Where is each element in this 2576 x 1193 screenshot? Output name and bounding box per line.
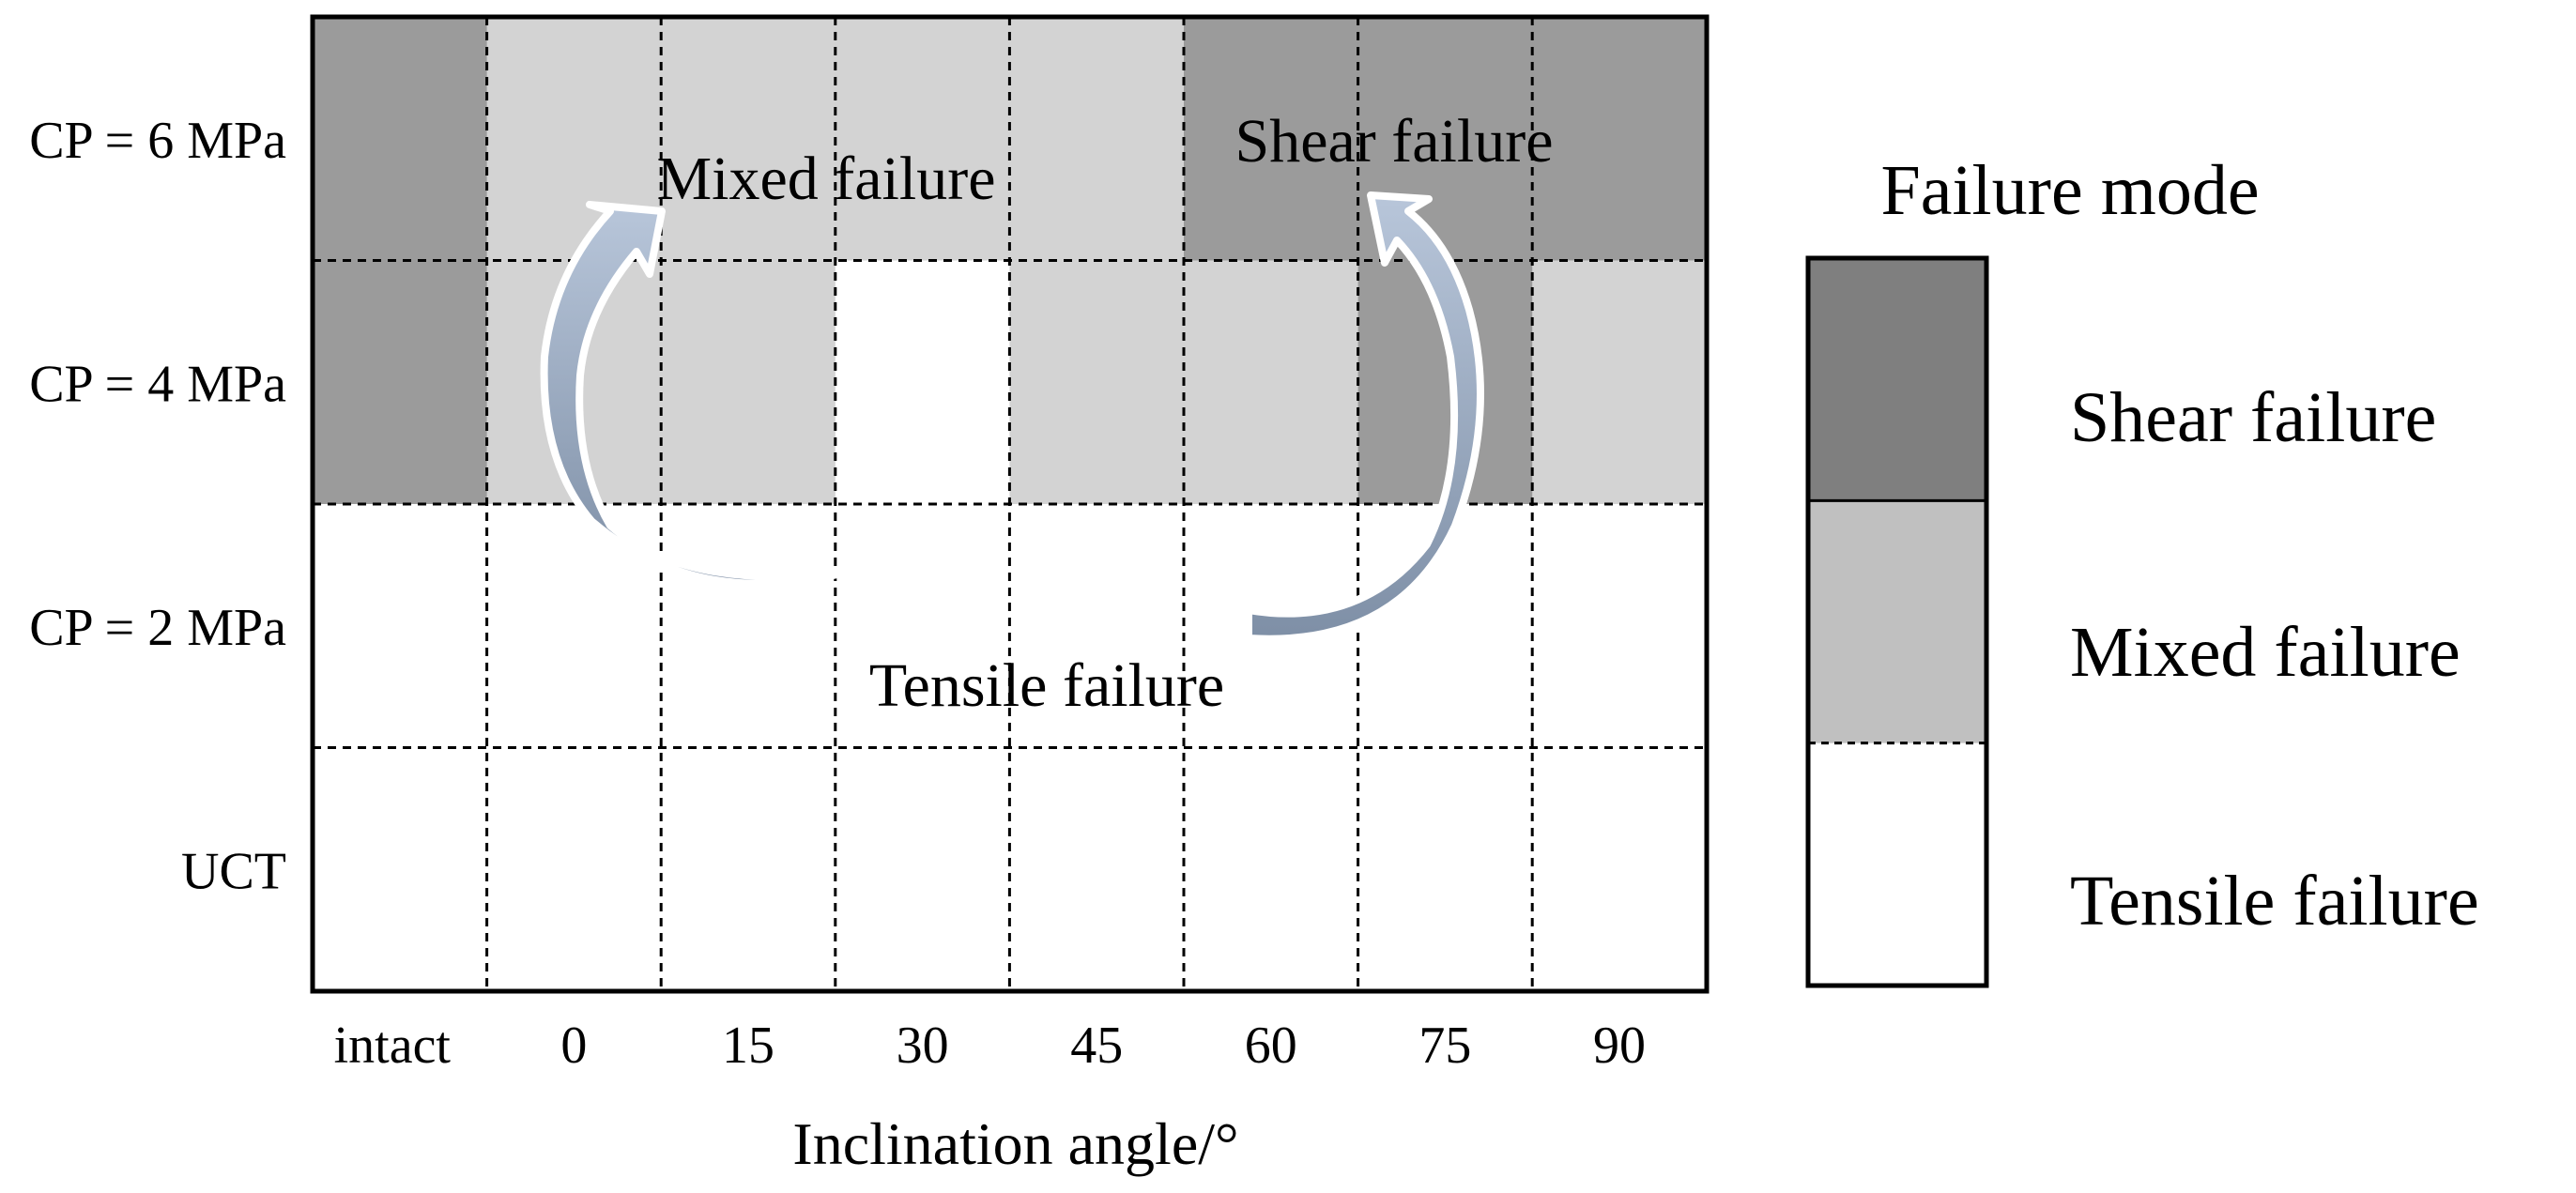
legend-label-mixed: Mixed failure bbox=[2070, 613, 2461, 692]
legend-swatch bbox=[1808, 258, 1986, 501]
cell-1-3 bbox=[835, 260, 1010, 505]
cell-0-7 bbox=[1532, 17, 1708, 262]
y-tick-label: UCT bbox=[181, 842, 286, 900]
cell-1-5 bbox=[1184, 260, 1359, 505]
cell-1-0 bbox=[313, 260, 488, 505]
y-tick-label: CP = 2 MPa bbox=[29, 599, 286, 657]
cell-3-3 bbox=[835, 747, 1010, 992]
cell-3-1 bbox=[486, 747, 662, 992]
legend: Failure mode Shear failure Mixed failure… bbox=[1805, 151, 2479, 988]
annotation-shear: Shear failure bbox=[1235, 107, 1554, 176]
x-axis-labels: intact 0 15 30 45 60 75 90 bbox=[334, 1017, 1646, 1075]
right-transition-arrow bbox=[1245, 191, 1484, 643]
cell-2-2 bbox=[661, 504, 836, 749]
cell-3-0 bbox=[313, 747, 488, 992]
y-tick-label: CP = 4 MPa bbox=[29, 355, 286, 413]
cell-3-7 bbox=[1532, 747, 1708, 992]
legend-frame bbox=[1805, 255, 1989, 988]
plot-frame bbox=[310, 14, 1710, 994]
cell-2-0 bbox=[313, 504, 488, 749]
x-tick-label: 75 bbox=[1418, 1017, 1471, 1075]
legend-title: Failure mode bbox=[1880, 151, 2259, 230]
annotation-tensile: Tensile failure bbox=[869, 651, 1224, 720]
cell-0-2 bbox=[661, 17, 836, 262]
cell-0-5 bbox=[1184, 17, 1359, 262]
cell-3-6 bbox=[1357, 747, 1533, 992]
legend-label-tensile: Tensile failure bbox=[2070, 862, 2479, 941]
x-tick-label: 30 bbox=[897, 1017, 949, 1075]
cell-1-7 bbox=[1532, 260, 1708, 505]
annotation-mixed: Mixed failure bbox=[656, 145, 995, 213]
legend-label-shear: Shear failure bbox=[2070, 378, 2436, 457]
cell-3-4 bbox=[1009, 747, 1185, 992]
cell-1-2 bbox=[661, 260, 836, 505]
legend-swatch bbox=[1808, 742, 1986, 987]
x-axis-title: Inclination angle/° bbox=[792, 1110, 1238, 1177]
x-tick-label: 60 bbox=[1245, 1017, 1297, 1075]
left-transition-arrow bbox=[540, 201, 849, 588]
cell-3-5 bbox=[1184, 747, 1359, 992]
legend-swatches bbox=[1808, 258, 1986, 987]
cell-2-3 bbox=[835, 504, 1010, 749]
legend-swatch bbox=[1808, 500, 1986, 744]
x-tick-label: 90 bbox=[1593, 1017, 1646, 1075]
x-tick-label: intact bbox=[334, 1017, 452, 1075]
cell-2-7 bbox=[1532, 504, 1708, 749]
cell-0-4 bbox=[1009, 17, 1185, 262]
x-tick-label: 15 bbox=[722, 1017, 774, 1075]
grid-lines bbox=[313, 17, 1707, 991]
cell-1-4 bbox=[1009, 260, 1185, 505]
cell-3-2 bbox=[661, 747, 836, 992]
cell-0-0 bbox=[313, 17, 488, 262]
x-tick-label: 0 bbox=[560, 1017, 587, 1075]
x-tick-label: 45 bbox=[1070, 1017, 1123, 1075]
cell-2-4 bbox=[1009, 504, 1185, 749]
heatmap-cells bbox=[313, 17, 1708, 992]
cell-0-3 bbox=[835, 17, 1010, 262]
y-tick-label: CP = 6 MPa bbox=[29, 112, 286, 170]
